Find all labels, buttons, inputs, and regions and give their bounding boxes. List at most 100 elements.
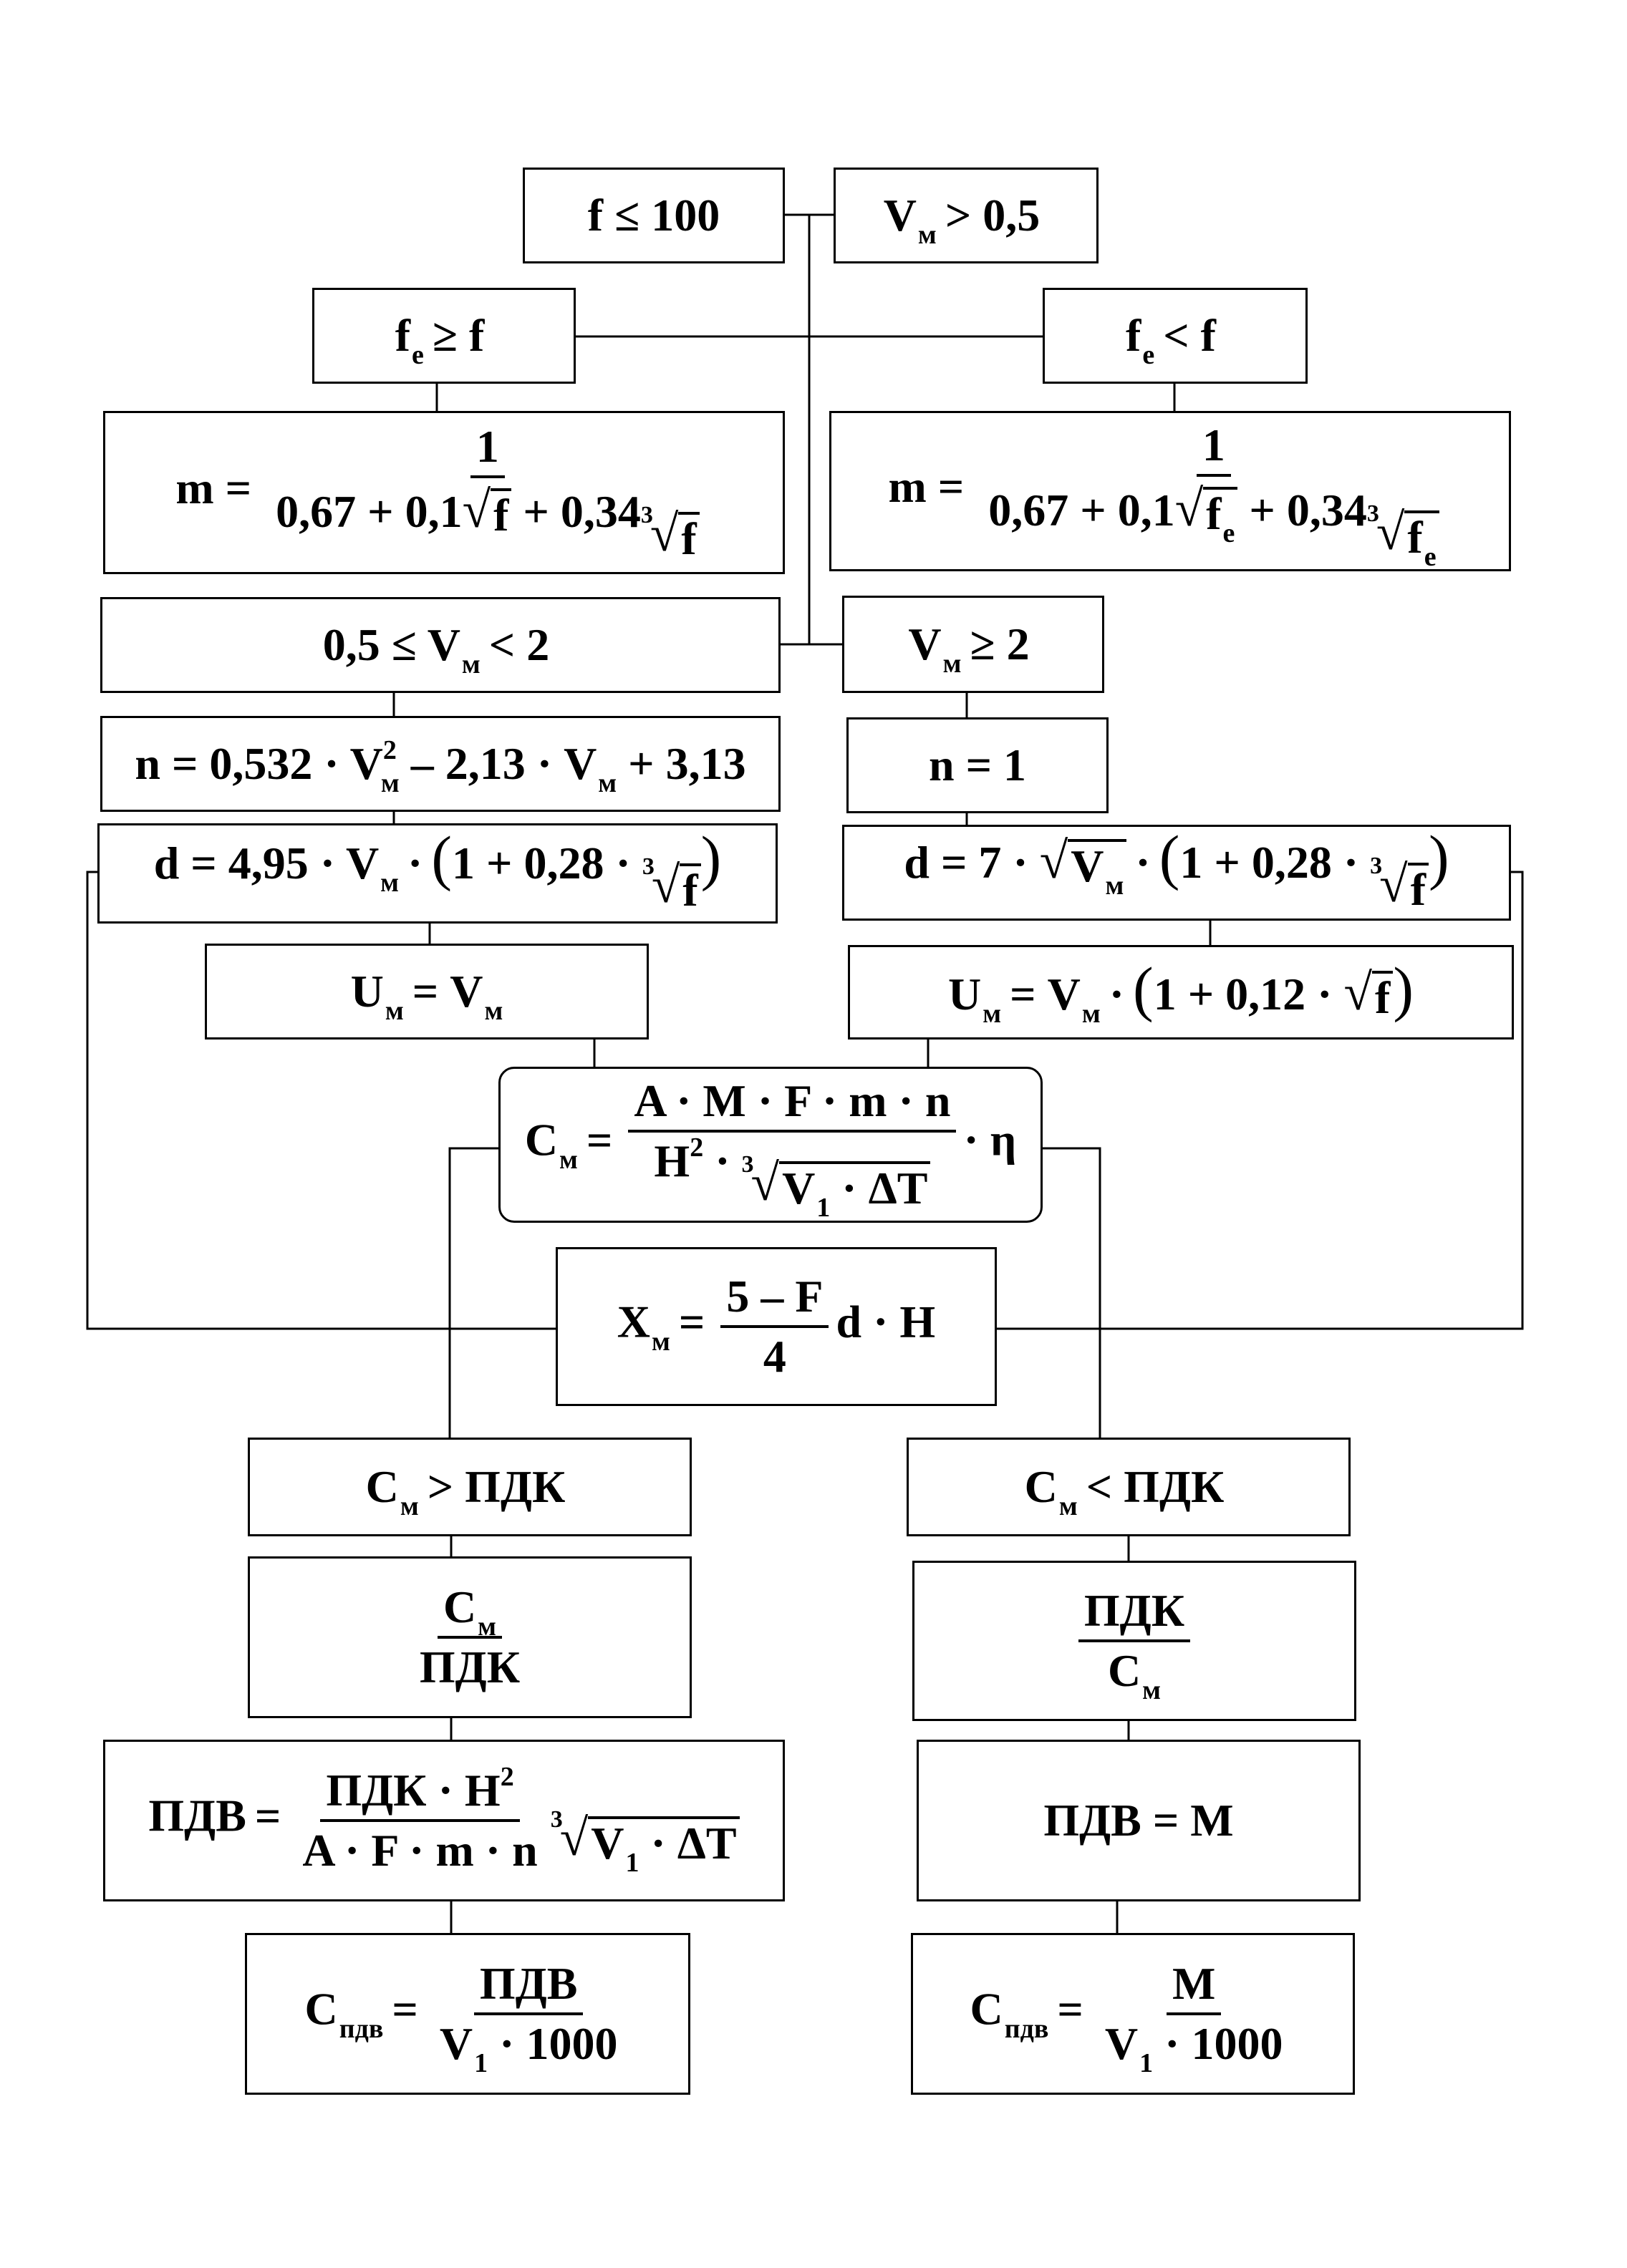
cbrt-index: 3 xyxy=(640,501,653,528)
m-den-part: + 0,34 xyxy=(523,485,641,537)
cpdv-denominator: V1 · 1000 xyxy=(1099,2015,1289,2078)
fe-ge-f-text: fe≥ f xyxy=(395,310,493,369)
ratio-left-denominator: ПДК xyxy=(419,1642,521,1692)
cbrt-v1-dt-body: V1 · ΔT xyxy=(779,1161,931,1221)
v1-subscript: 1 xyxy=(816,1193,831,1223)
d-formula-right-box: d = 7 · √Vм·(1 + 0,28 · 3√f) xyxy=(842,825,1511,921)
sqrt-vm: √Vм xyxy=(1040,835,1127,899)
v1-subscript: 1 xyxy=(625,1847,639,1878)
d-part: 1 + 0,28 · xyxy=(452,838,631,888)
u-equals: = V xyxy=(1010,968,1081,1019)
xm-numerator: 5 – F xyxy=(720,1274,829,1328)
m-lhs: m = xyxy=(888,460,965,512)
cm-denominator: H2 · 3√V1 · ΔT xyxy=(648,1133,936,1221)
vm-subscript: м xyxy=(461,649,481,679)
xm-subscript: м xyxy=(652,1326,670,1357)
fe-relation: ≥ f xyxy=(432,310,485,361)
pdv-numerator: ПДК · H2 xyxy=(320,1763,520,1822)
n-formula-right: n = 1 xyxy=(928,740,1027,790)
vm-relation: > 0,5 xyxy=(945,190,1041,241)
condition-vm-text: Vм> 0,5 xyxy=(884,190,1049,249)
n-part: – 2,13 · V xyxy=(410,738,597,789)
cm-equals: = xyxy=(586,1114,613,1166)
cm-numerator: A · M · F · m · n xyxy=(628,1078,957,1133)
d-dot: · xyxy=(1135,837,1151,888)
n-formula-left-box: n = 0,532 · V2м – 2,13 · Vм + 3,13 xyxy=(100,716,781,812)
xm-tail: d · H xyxy=(836,1296,936,1347)
cpdv-equals: = xyxy=(1057,1983,1083,2035)
vm-subscript: м xyxy=(942,649,962,679)
cm-symbol: C xyxy=(1024,1461,1058,1512)
v-range-box: 0,5 ≤ Vм< 2 xyxy=(100,597,781,693)
cm-gt-pdk-text: Cм> ПДК xyxy=(366,1464,574,1521)
sqrt-fe: √fe xyxy=(1175,483,1238,547)
cbrt-v1-dt-body: V1 · ΔT xyxy=(588,1816,740,1876)
u-dot: · xyxy=(1109,968,1125,1019)
condition-f-text: f ≤ 100 xyxy=(587,190,720,241)
n-exponent: 2 xyxy=(382,735,397,765)
cbrt-f: 3√f xyxy=(641,503,700,562)
cpdv-denominator: V1 · 1000 xyxy=(434,2015,624,2078)
cm-lt-pdk-box: Cм< ПДК xyxy=(907,1438,1351,1536)
u-symbol: U xyxy=(948,968,982,1019)
fe-symbol: f xyxy=(1126,310,1141,361)
cm-relation: < ПДК xyxy=(1086,1461,1225,1512)
u-formula-left: Uм= Vм xyxy=(350,966,503,1025)
vm-symbol: V xyxy=(1071,840,1104,891)
cbrt-index: 3 xyxy=(741,1151,754,1178)
cm-subscript: м xyxy=(478,1612,497,1642)
cbrt-fe-body: fe xyxy=(1404,510,1439,571)
fe-ge-f-box: fe≥ f xyxy=(312,288,576,384)
delta-t: · ΔT xyxy=(841,1163,928,1213)
m-den-part: 0,67 + 0,1 xyxy=(276,485,463,537)
cbrt-f: 3√f xyxy=(642,855,701,914)
cpdv-numerator: M xyxy=(1166,1961,1222,2015)
cbrt-f-body: f xyxy=(680,863,701,914)
u-symbol: U xyxy=(350,966,384,1017)
vm-subscript: м xyxy=(380,768,400,798)
n-formula-right-box: n = 1 xyxy=(846,717,1109,813)
condition-vm-box: Vм> 0,5 xyxy=(834,168,1099,263)
d-formula-left-box: d = 4,95 · Vм·(1 + 0,28 · 3√f) xyxy=(97,823,778,924)
u-formula-right-box: Uм= Vм·(1 + 0,12 · √f) xyxy=(848,945,1514,1040)
d-part: d = 7 · xyxy=(904,837,1028,888)
ratio-right-denominator: Cм xyxy=(1102,1642,1167,1705)
fe-subscript: e xyxy=(1424,541,1437,572)
d-formula-left: d = 4,95 · Vм·(1 + 0,28 · 3√f) xyxy=(153,823,722,916)
sqrt-f-body: f xyxy=(491,488,512,538)
fe-subscript: e xyxy=(412,340,424,370)
v1-symbol: V xyxy=(439,2018,473,2069)
pdv-formula-right: ПДВ = M xyxy=(1043,1795,1234,1846)
fe-relation: < f xyxy=(1163,310,1216,361)
cm-subscript: м xyxy=(559,1144,578,1175)
sqrt-f-body: f xyxy=(1372,970,1394,1021)
m-numerator: 1 xyxy=(470,423,505,478)
condition-f-box: f ≤ 100 xyxy=(523,168,785,263)
sqrt-f: √f xyxy=(1344,966,1394,1021)
fe-lt-f-box: fe < f xyxy=(1043,288,1308,384)
v1-subscript: 1 xyxy=(474,2048,488,2078)
d-formula-right: d = 7 · √Vм·(1 + 0,28 · 3√f) xyxy=(904,823,1449,915)
vm-subscript: м xyxy=(380,868,400,898)
fe-subscript: e xyxy=(1222,518,1235,548)
cbrt-v1-dt: 3√V1 · ΔT xyxy=(742,1153,931,1221)
vm-subscript: м xyxy=(1105,871,1124,901)
cm-subscript: м xyxy=(400,1491,419,1521)
fe-subscript: e xyxy=(1142,340,1155,370)
d-dot: · xyxy=(407,838,423,888)
ratio-left-numerator: Cм xyxy=(437,1584,503,1642)
